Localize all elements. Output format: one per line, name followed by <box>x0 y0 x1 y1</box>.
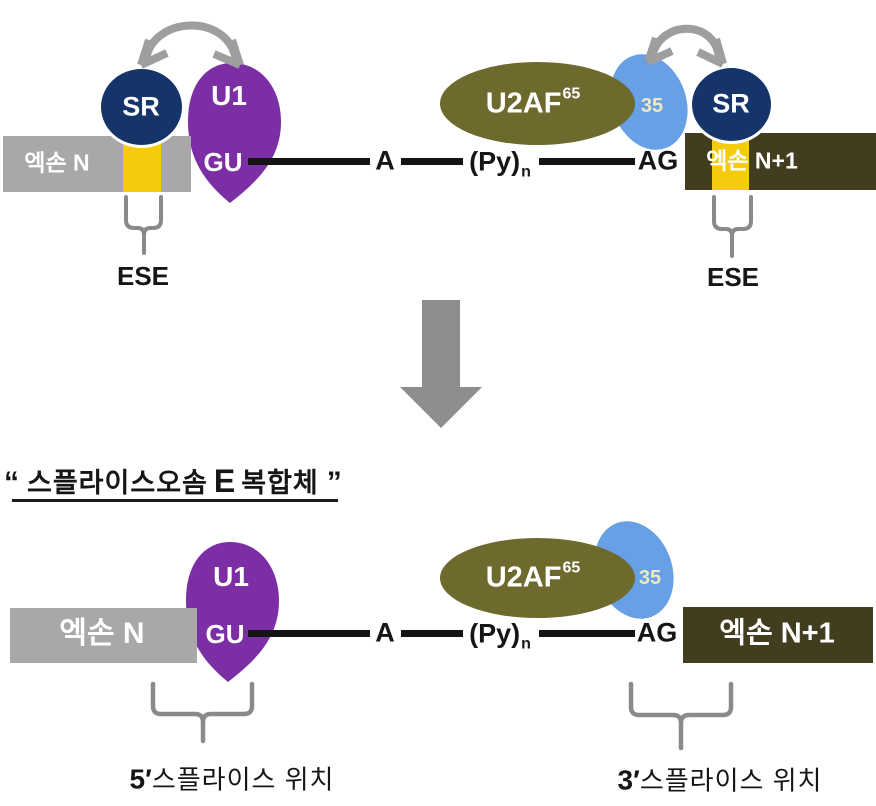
title-close-quote: ” <box>326 466 342 499</box>
py-subscript-top: n <box>521 163 531 181</box>
title-part1: 스플라이스오솜 <box>27 468 208 498</box>
down-arrow-icon <box>400 300 482 428</box>
three-prime-splice-site-label: 3′ 스플라이스 위치 <box>618 761 823 798</box>
splice-site-brace-5prime <box>150 681 255 744</box>
polypyrimidine-label-top: (Py)n <box>469 146 531 180</box>
interaction-arrow-left-icon <box>137 21 244 69</box>
gu-label-bottom: GU <box>205 619 245 649</box>
u1-label-top: U1 <box>211 80 247 111</box>
title-open-quote: “ <box>4 466 19 499</box>
u2af35-label-top: 35 <box>640 95 664 117</box>
intron-line-top-2 <box>401 158 463 165</box>
exon-n1-box-bottom <box>683 607 873 663</box>
ese-label-right: ESE <box>706 262 760 292</box>
u2af65-ellipse-top <box>440 62 635 145</box>
exon-n-label-top: 엑손 N <box>24 149 90 176</box>
ese-label-left: ESE <box>116 261 170 291</box>
intron-line-bottom-3 <box>539 630 635 637</box>
u1-label-bottom: U1 <box>213 561 249 592</box>
sr-protein-right <box>689 65 774 144</box>
title-part2: 복합체 <box>241 468 319 498</box>
u2af-superscript-bottom: 65 <box>562 559 581 576</box>
u2af-superscript-top: 65 <box>562 85 581 102</box>
five-prime-text: 스플라이스 위치 <box>151 764 335 795</box>
sr-label-left: SR <box>122 91 160 122</box>
sr-label-right: SR <box>712 88 750 119</box>
branch-point-a-bottom: A <box>375 617 395 648</box>
intron-line-top-1 <box>248 158 370 165</box>
intron-line-bottom-1 <box>248 630 370 637</box>
ag-label-bottom: AG <box>636 617 678 648</box>
exon-n1-label-top: 엑손 N+1 <box>706 147 798 174</box>
u2af65-ellipse-bottom <box>440 538 635 618</box>
title-bold-e: E <box>213 463 236 499</box>
five-prime-splice-site-label: 5′ 스플라이스 위치 <box>130 760 335 797</box>
branch-point-a-top: A <box>375 145 395 176</box>
py-subscript-bottom: n <box>521 635 531 653</box>
five-prime-num: 5′ <box>129 763 152 795</box>
gu-label-top: GU <box>203 147 243 177</box>
complex-title: “ 스플라이스오솜 E 복합체 ” <box>4 461 342 500</box>
u2af-text-top: U2AF <box>485 87 562 120</box>
ese-region-right <box>712 140 749 190</box>
intron-line-bottom-2 <box>401 630 463 637</box>
ese-bracket-right <box>712 195 753 258</box>
exon-n-label-bottom: 엑손 N <box>59 617 145 650</box>
ese-bracket-left <box>124 195 163 255</box>
py-text-top: (Py) <box>469 146 521 177</box>
three-prime-text: 스플라이스 위치 <box>639 765 823 796</box>
u2af-text-bottom: U2AF <box>485 561 562 594</box>
polypyrimidine-label-bottom: (Py)n <box>469 618 531 652</box>
three-prime-num: 3′ <box>617 764 640 796</box>
exon-n1-label-bottom: 엑손 N+1 <box>719 617 835 650</box>
intron-line-top-3 <box>539 158 635 165</box>
ag-label-top: AG <box>637 145 679 176</box>
interaction-arrow-right-icon <box>644 24 727 68</box>
py-text-bottom: (Py) <box>469 618 521 649</box>
title-underline <box>12 499 338 502</box>
exon-n-box-bottom <box>10 608 197 663</box>
u2af35-label-bottom: 35 <box>638 567 662 589</box>
splice-site-brace-3prime <box>628 681 734 751</box>
